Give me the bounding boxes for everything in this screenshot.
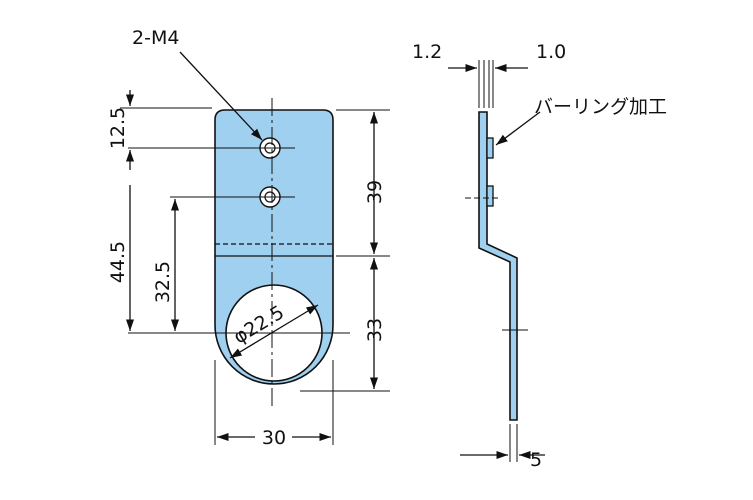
burring-boss-lower bbox=[486, 185, 494, 207]
label-burring: バーリング加工 bbox=[534, 96, 667, 118]
burring-boss-upper bbox=[486, 137, 494, 159]
side-profile bbox=[478, 111, 518, 421]
label-2-m4: 2-M4 bbox=[132, 27, 179, 49]
dim-1-2: 1.2 bbox=[412, 41, 442, 63]
dim-32-5: 32.5 bbox=[152, 261, 174, 303]
dim-30: 30 bbox=[262, 427, 286, 449]
dim-33: 33 bbox=[364, 318, 386, 342]
dim-5: 5 bbox=[530, 449, 542, 471]
side-view: 1.2 1.0 バーリング加工 5 bbox=[412, 41, 667, 471]
dim-39: 39 bbox=[364, 180, 386, 204]
front-view: 12.5 44.5 32.5 39 33 30 φ22.5 2-M4 bbox=[107, 27, 390, 449]
dim-12-5: 12.5 bbox=[107, 107, 129, 149]
dim-1-0: 1.0 bbox=[536, 41, 566, 63]
dim-44-5: 44.5 bbox=[107, 241, 129, 283]
